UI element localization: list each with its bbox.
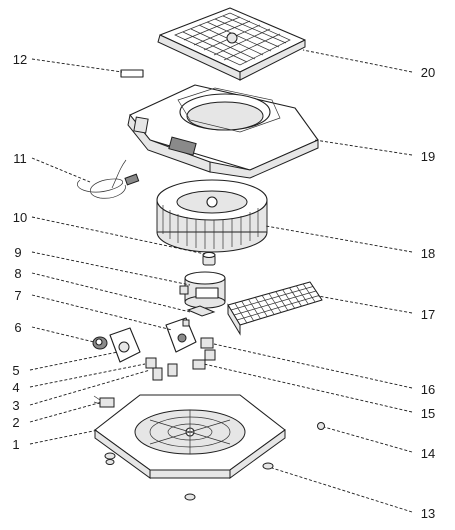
part-15-connector (192, 359, 206, 370)
grille-rail (233, 290, 317, 316)
callout-19: 19 (421, 149, 435, 164)
part-14-screw (317, 422, 325, 430)
part-10-motor-hub (202, 251, 216, 266)
callout-16: 16 (421, 382, 435, 397)
callout-14: 14 (421, 446, 435, 461)
callout-3: 3 (12, 398, 19, 413)
part-6-knob (92, 336, 108, 350)
part-17-side-grille (227, 281, 323, 336)
part-5-control-panel (109, 327, 141, 363)
grille-rail (230, 286, 314, 311)
part-1-base (94, 394, 286, 479)
callout-15: 15 (421, 406, 435, 421)
callout-2: 2 (12, 415, 19, 430)
callout-6: 6 (14, 320, 21, 335)
callout-5: 5 (12, 363, 19, 378)
grille-rail (236, 295, 320, 321)
callout-1: 1 (12, 437, 19, 452)
callout-4: 4 (12, 380, 19, 395)
part-12-label (120, 69, 144, 78)
callout-9: 9 (14, 245, 21, 260)
part-20-top-grille (157, 7, 306, 81)
callout-20: 20 (421, 65, 435, 80)
callout-18: 18 (421, 246, 435, 261)
part-4-switch (145, 357, 157, 369)
leader-lines (29, 49, 413, 513)
callout-8: 8 (14, 266, 21, 281)
callout-13: 13 (421, 506, 435, 521)
part-16-switch (200, 337, 216, 361)
callout-12: 12 (13, 52, 27, 67)
part-13-feet (104, 452, 274, 501)
part-7-switch-bracket (165, 317, 197, 353)
part-2-power-inlet (93, 395, 115, 408)
callout-17: 17 (421, 307, 435, 322)
callout-11: 11 (13, 151, 27, 166)
callout-labels: 1 2 3 4 5 6 7 8 9 10 11 12 13 14 15 16 1… (12, 52, 435, 521)
part-3-rocker (152, 363, 178, 381)
callout-10: 10 (13, 210, 27, 225)
part-11-power-cord (77, 159, 140, 199)
part-19-upper-housing (127, 84, 319, 179)
part-18-blower-wheel (156, 179, 268, 253)
part-8-bracket (186, 305, 216, 317)
callout-7: 7 (14, 288, 21, 303)
part-9-motor (179, 271, 226, 309)
